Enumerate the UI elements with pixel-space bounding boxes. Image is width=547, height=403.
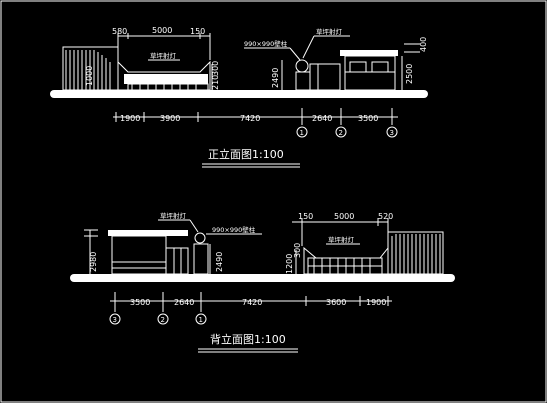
front-axis-bubble-2 (335, 126, 347, 138)
front-sign-wall (117, 60, 211, 91)
front-title: 正立面图1:100 (208, 147, 284, 161)
front-pillar (295, 59, 341, 91)
front-vdim-3: 210 (211, 75, 220, 90)
front-axis-3: 3 (390, 129, 394, 137)
back-axis-bubble-1 (195, 313, 207, 325)
front-top-dim-1: 580 (112, 27, 127, 36)
back-top-dim-2: 5000 (334, 212, 354, 221)
front-vdim-5: 2500 (405, 64, 414, 84)
back-right-fence (387, 231, 444, 275)
back-note-right: 草坪射灯 (328, 235, 355, 244)
front-top-dim-2: 5000 (152, 26, 172, 35)
back-bdim-1: 3500 (130, 298, 150, 307)
front-ground-line (50, 90, 428, 98)
back-axis-1: 1 (199, 316, 203, 324)
back-axis-3: 3 (113, 316, 117, 324)
back-bdim-3: 7420 (242, 298, 262, 307)
front-bdim-4: 2640 (312, 114, 332, 123)
front-elevation: 580 5000 150 草坪射灯 草坪射灯 990×990壁柱 1000 30… (50, 26, 428, 168)
front-vdim-2: 300 (211, 61, 220, 76)
back-axis-bubble-2 (157, 313, 169, 325)
front-note-left: 草坪射灯 (150, 51, 177, 60)
front-vdim-1: 1000 (85, 66, 94, 86)
front-vdim-4: 2490 (271, 68, 280, 88)
back-ground-line (70, 274, 455, 282)
back-axis-bubble-3 (109, 313, 121, 325)
back-vdim-3: 1200 (285, 254, 294, 274)
front-axis-bubble-1 (296, 126, 308, 138)
front-pillar-label: 990×990壁柱 (244, 39, 288, 48)
back-pillar-label: 990×990壁柱 (212, 225, 256, 234)
front-guardhouse (340, 50, 398, 91)
back-sign-wall (303, 246, 389, 275)
front-note-right: 草坪射灯 (316, 27, 343, 36)
back-vdim-1: 2980 (89, 252, 98, 272)
back-top-dim-1: 150 (298, 212, 313, 221)
back-top-dim-3: 520 (378, 212, 393, 221)
front-axis-1: 1 (300, 129, 304, 137)
back-vdim-2: 2490 (215, 252, 224, 272)
back-elevation: 150 5000 520 草坪射灯 990×990壁柱 草坪射灯 2980 24… (70, 211, 455, 353)
back-bdim-4: 3600 (326, 298, 346, 307)
front-bdim-2: 3900 (160, 114, 180, 123)
front-axis-bubble-3 (386, 126, 398, 138)
back-bdim-2: 2640 (174, 298, 194, 307)
front-bdim-1: 1900 (120, 114, 140, 123)
back-bdim-5: 1900 (366, 298, 386, 307)
front-top-dim-3: 150 (190, 27, 205, 36)
back-title: 背立面图1:100 (210, 332, 286, 346)
front-bdim-3: 7420 (240, 114, 260, 123)
back-vdim-4: 300 (293, 243, 302, 258)
back-guardhouse (108, 230, 189, 275)
front-axis-2: 2 (339, 129, 343, 137)
back-note-left: 草坪射灯 (160, 211, 187, 220)
back-pillar (193, 232, 209, 275)
back-axis-2: 2 (161, 316, 165, 324)
front-bdim-5: 3500 (358, 114, 378, 123)
front-vdim-6: 400 (419, 37, 428, 52)
